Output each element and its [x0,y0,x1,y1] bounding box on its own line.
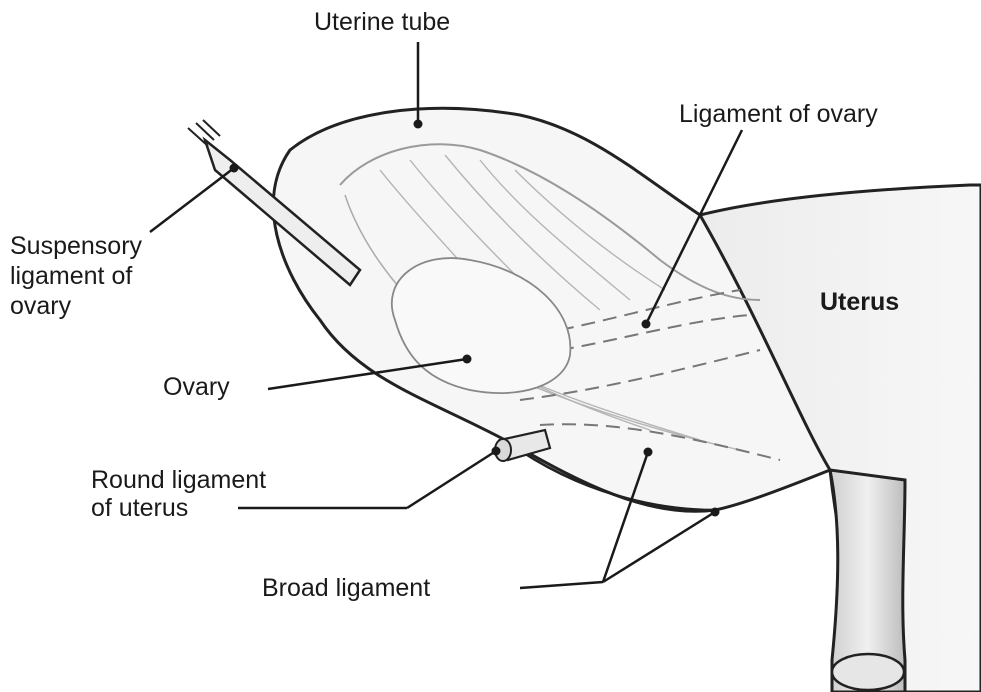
label-suspensory-line1: Suspensory [10,232,142,261]
label-uterine-tube: Uterine tube [314,8,450,37]
label-round-ligament-line1: Round ligament [91,466,266,495]
label-broad-ligament: Broad ligament [262,574,430,603]
label-ovary: Ovary [163,373,230,402]
label-round-ligament-line2: of uterus [91,494,188,523]
label-suspensory-line2: ligament of [10,262,132,291]
label-uterus: Uterus [820,288,899,317]
label-suspensory-line3: ovary [10,292,71,321]
label-ligament-of-ovary: Ligament of ovary [679,100,878,129]
